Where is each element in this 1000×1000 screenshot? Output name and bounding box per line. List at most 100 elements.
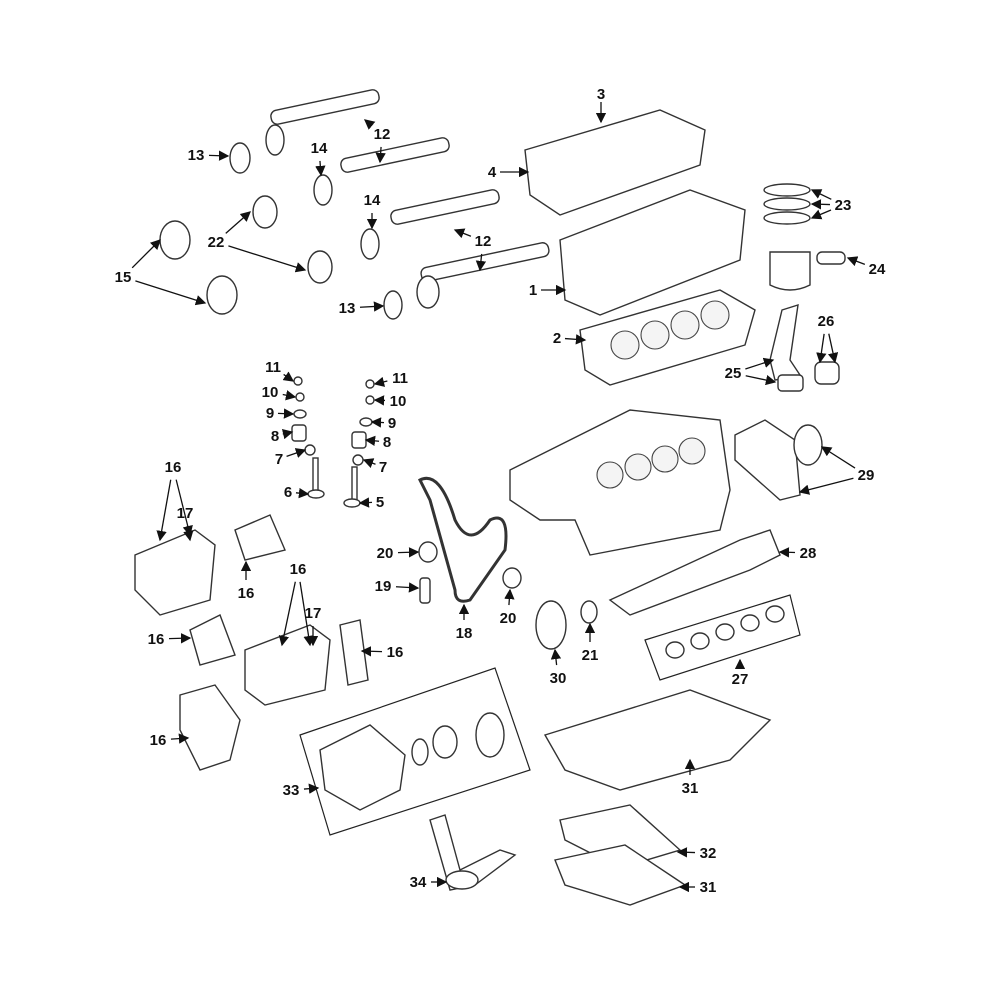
callout-label-11[interactable]: 11 <box>265 359 281 376</box>
callout-label-31[interactable]: 31 <box>700 879 717 896</box>
callout-label-27[interactable]: 27 <box>732 671 749 688</box>
callout-label-13[interactable]: 13 <box>339 300 356 317</box>
leader-arrow <box>156 479 172 542</box>
leader-arrow <box>315 160 326 177</box>
callout-label-34[interactable]: 34 <box>410 874 427 891</box>
callout-label-14[interactable]: 14 <box>364 192 381 209</box>
leader-arrow <box>504 588 515 606</box>
leader-arrow <box>282 371 295 382</box>
callout-label-16[interactable]: 16 <box>238 585 255 602</box>
sprockets <box>159 124 440 320</box>
callout-label-26[interactable]: 26 <box>818 313 835 330</box>
cover-bracket <box>339 619 369 686</box>
callout-label-31[interactable]: 31 <box>682 780 699 797</box>
piston-ring <box>763 183 811 197</box>
piston-ring <box>763 197 811 211</box>
oil-pump <box>319 724 406 811</box>
leader-arrow <box>475 253 487 272</box>
crank-pulley <box>535 600 567 650</box>
callout-label-6[interactable]: 6 <box>284 484 292 501</box>
cover-bracket <box>234 514 286 561</box>
callout-label-5[interactable]: 5 <box>376 494 384 511</box>
callout-label-3[interactable]: 3 <box>597 86 605 103</box>
leader-arrow <box>810 189 832 200</box>
leader-arrow <box>277 408 295 419</box>
leader-arrow <box>564 334 587 345</box>
callout-label-14[interactable]: 14 <box>311 140 328 157</box>
callout-label-16[interactable]: 16 <box>387 644 404 661</box>
callout-label-4[interactable]: 4 <box>488 164 497 181</box>
cover-bracket <box>189 614 236 666</box>
leader-arrow <box>359 301 385 312</box>
callout-label-32[interactable]: 32 <box>700 845 717 862</box>
callout-label-16[interactable]: 16 <box>165 459 182 476</box>
callout-label-17[interactable]: 17 <box>305 605 322 622</box>
callout-label-15[interactable]: 15 <box>115 269 132 286</box>
cylinder-head <box>559 189 746 316</box>
callout-label-17[interactable]: 17 <box>177 505 194 522</box>
block-bores <box>596 437 706 489</box>
callout-label-30[interactable]: 30 <box>550 670 567 687</box>
leader-arrow <box>281 429 294 440</box>
callout-label-16[interactable]: 16 <box>290 561 307 578</box>
leader-arrow <box>375 146 386 164</box>
leader-arrow <box>170 733 190 744</box>
callout-label-9[interactable]: 9 <box>266 405 274 422</box>
callout-label-19[interactable]: 19 <box>375 578 392 595</box>
callout-label-24[interactable]: 24 <box>869 261 886 278</box>
leader-arrow <box>397 547 420 558</box>
leader-arrow <box>363 119 376 130</box>
leader-arrow <box>358 497 373 508</box>
leader-arrow <box>362 458 376 469</box>
callout-label-18[interactable]: 18 <box>456 625 473 642</box>
callout-label-20[interactable]: 20 <box>500 610 517 627</box>
leader-arrow <box>135 280 207 306</box>
callout-label-28[interactable]: 28 <box>800 545 817 562</box>
callout-label-12[interactable]: 12 <box>374 126 391 143</box>
oil-strainer <box>429 814 517 891</box>
leader-arrow <box>810 209 832 220</box>
callout-label-11[interactable]: 11 <box>392 370 408 387</box>
callout-label-25[interactable]: 25 <box>725 365 742 382</box>
callout-label-16[interactable]: 16 <box>150 732 167 749</box>
leader-arrow <box>373 376 388 387</box>
callout-label-29[interactable]: 29 <box>858 467 875 484</box>
leader-arrow <box>364 435 380 447</box>
callout-label-22[interactable]: 22 <box>208 234 225 251</box>
valve-train <box>291 376 375 508</box>
callout-label-1[interactable]: 1 <box>529 282 537 299</box>
crank-gear <box>580 600 598 624</box>
callout-label-16[interactable]: 16 <box>148 631 165 648</box>
callout-label-9[interactable]: 9 <box>388 415 396 432</box>
rod-bearing <box>814 361 840 385</box>
leader-arrow <box>168 633 192 644</box>
timing-cover <box>134 529 216 616</box>
leader-lines <box>131 102 866 893</box>
callout-label-23[interactable]: 23 <box>835 197 852 214</box>
leader-arrow <box>827 333 839 364</box>
leader-arrow <box>299 581 314 647</box>
callout-label-13[interactable]: 13 <box>188 147 205 164</box>
oil-pump-gears <box>411 712 505 766</box>
cover-bracket <box>179 684 241 771</box>
callout-label-12[interactable]: 12 <box>475 233 492 250</box>
oil-pump-group-frame <box>299 667 531 836</box>
callout-label-7[interactable]: 7 <box>379 459 387 476</box>
leader-arrow <box>820 446 856 469</box>
leader-arrow <box>278 581 296 647</box>
callout-label-10[interactable]: 10 <box>390 393 407 410</box>
callout-label-8[interactable]: 8 <box>383 434 391 451</box>
callout-label-20[interactable]: 20 <box>377 545 394 562</box>
callout-label-21[interactable]: 21 <box>582 647 599 664</box>
callout-label-8[interactable]: 8 <box>271 428 279 445</box>
leader-arrow <box>816 333 827 364</box>
camshafts <box>270 89 550 282</box>
valve-cover <box>524 109 706 216</box>
leader-arrow <box>225 211 251 234</box>
callout-label-33[interactable]: 33 <box>283 782 300 799</box>
rod-cap <box>777 374 804 392</box>
callout-label-7[interactable]: 7 <box>275 451 283 468</box>
callout-label-10[interactable]: 10 <box>262 384 279 401</box>
callout-label-2[interactable]: 2 <box>553 330 561 347</box>
